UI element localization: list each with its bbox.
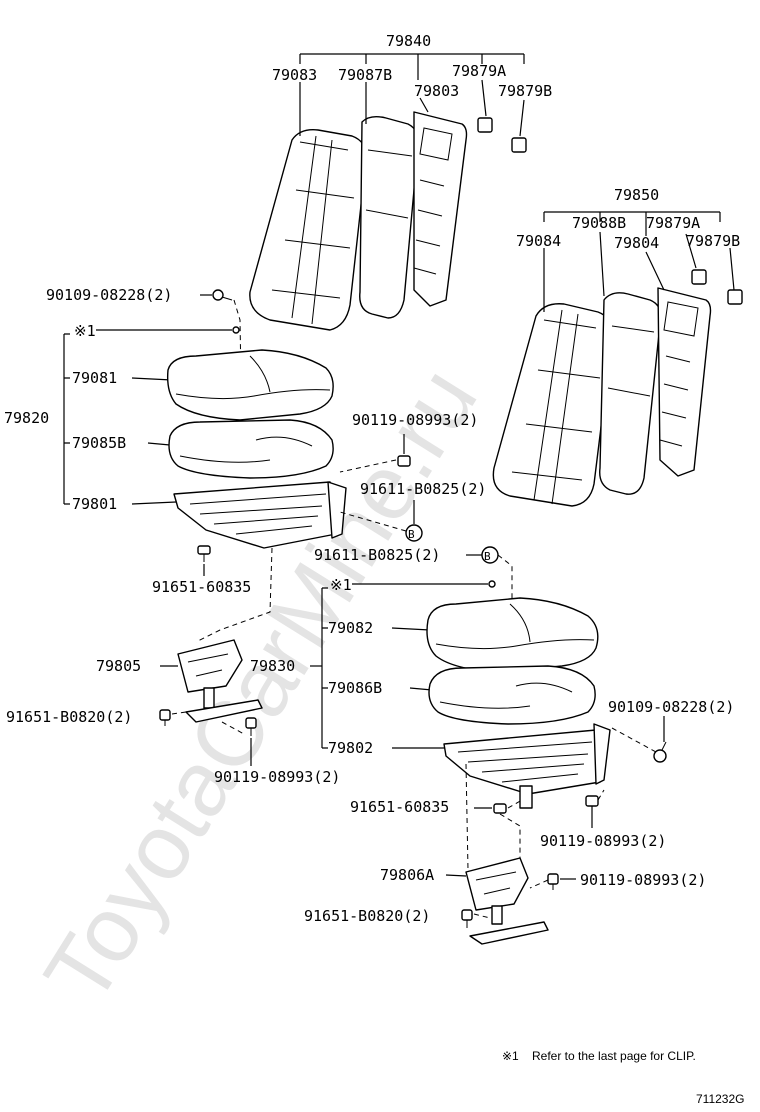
bolt-icon xyxy=(493,803,507,814)
label-91611-B0825-b: 91611-B0825(2) xyxy=(314,546,440,564)
seat-bracket-left-illustration xyxy=(177,639,263,723)
label-79805: 79805 xyxy=(96,657,141,675)
circle-b-icon: B xyxy=(481,546,499,564)
clip-mark-left: ※1 xyxy=(74,322,96,340)
label-79804: 79804 xyxy=(614,234,659,252)
label-91611-B0825-a: 91611-B0825(2) xyxy=(360,480,486,498)
label-79087B: 79087B xyxy=(338,66,392,84)
bolt-icon xyxy=(397,455,411,467)
label-79085B: 79085B xyxy=(72,434,126,452)
label-90119-08993-right-a: 90119-08993(2) xyxy=(540,832,666,850)
bolt-icon xyxy=(245,717,257,736)
label-79879B-top: 79879B xyxy=(498,82,552,100)
label-90119-08993-mid: 90119-08993(2) xyxy=(352,411,478,429)
seat-bracket-right-illustration xyxy=(465,857,549,945)
label-79879A-right: 79879A xyxy=(646,214,700,232)
bolt-icon xyxy=(547,873,559,890)
label-91651-60835-left: 91651-60835 xyxy=(152,578,251,596)
bolt-icon xyxy=(197,545,211,562)
label-79086B: 79086B xyxy=(328,679,382,697)
label-79830: 79830 xyxy=(250,657,295,675)
label-79802: 79802 xyxy=(328,739,373,757)
label-91651-60835-right: 91651-60835 xyxy=(350,798,449,816)
label-79879A-top: 79879A xyxy=(452,62,506,80)
label-90119-08993-left: 90119-08993(2) xyxy=(214,768,340,786)
label-79088B: 79088B xyxy=(572,214,626,232)
bolt-icon xyxy=(212,289,233,301)
bolt-icon xyxy=(159,709,171,726)
label-79081: 79081 xyxy=(72,369,117,387)
footnote-text: Refer to the last page for CLIP. xyxy=(532,1049,696,1063)
label-79082: 79082 xyxy=(328,619,373,637)
label-79084: 79084 xyxy=(516,232,561,250)
label-79806A: 79806A xyxy=(380,866,434,884)
seat-back-right-illustration xyxy=(492,269,743,507)
bolt-icon xyxy=(585,795,599,807)
label-79820: 79820 xyxy=(4,409,49,427)
svg-text:B: B xyxy=(484,550,491,563)
label-90119-08993-right-b: 90119-08993(2) xyxy=(580,871,706,889)
label-79801: 79801 xyxy=(72,495,117,513)
label-79083: 79083 xyxy=(272,66,317,84)
clip-mark-right: ※1 xyxy=(330,576,352,594)
label-79803: 79803 xyxy=(414,82,459,100)
seat-back-left-illustration xyxy=(249,111,527,331)
label-91651-B0820-left: 91651-B0820(2) xyxy=(6,708,132,726)
label-91651-B0820-right: 91651-B0820(2) xyxy=(304,907,430,925)
figure-id: 711232G xyxy=(696,1092,745,1106)
bolt-icon xyxy=(461,909,473,928)
circle-b-icon: B xyxy=(405,524,423,542)
seat-cushion-left-illustration xyxy=(166,349,347,549)
seat-cushion-right-illustration xyxy=(426,597,611,809)
label-90109-08228-top: 90109-08228(2) xyxy=(46,286,172,304)
svg-text:B: B xyxy=(408,528,415,541)
bolt-icon xyxy=(653,741,667,763)
label-90109-08228-right: 90109-08228(2) xyxy=(608,698,734,716)
label-79840: 79840 xyxy=(386,32,431,50)
label-79850: 79850 xyxy=(614,186,659,204)
label-79879B-right: 79879B xyxy=(686,232,740,250)
footnote-mark: ※1 xyxy=(502,1049,519,1063)
